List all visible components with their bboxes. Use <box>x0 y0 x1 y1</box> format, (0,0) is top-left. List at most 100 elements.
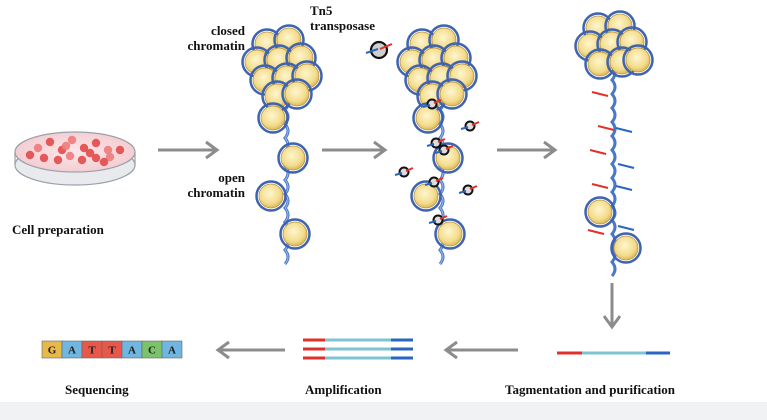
adapter-blue <box>422 104 431 108</box>
tn5-complex <box>428 176 440 188</box>
adapter-red <box>589 149 607 155</box>
cell-dot <box>53 155 63 165</box>
adapter-blue <box>428 220 437 224</box>
cell-dot <box>67 135 77 145</box>
cell-dot <box>99 157 109 167</box>
sequence-base-letter: C <box>148 345 156 357</box>
adapter-blue <box>426 143 435 147</box>
label-cell-preparation: Cell preparation <box>12 222 104 237</box>
cell-dot <box>103 145 113 155</box>
cell-dot <box>33 143 43 153</box>
nucleosome <box>437 221 463 247</box>
label-tn5-transposase: Tn5 transposase <box>310 3 376 33</box>
tn5-transposase-icon <box>365 40 393 60</box>
cell-dot <box>91 153 101 163</box>
cells-group <box>25 135 125 167</box>
adapter-blue <box>434 150 443 154</box>
nucleosome <box>613 235 639 261</box>
nucleosome <box>413 183 439 209</box>
sequence-base-letter: A <box>68 345 76 357</box>
adapter-blue <box>460 126 469 130</box>
tn5-complex <box>432 214 444 226</box>
nucleosome <box>258 183 284 209</box>
nucleosome-wrap <box>279 218 311 250</box>
cell-dot <box>65 151 75 161</box>
nucleosome-wrap <box>584 196 616 228</box>
tn5-complex <box>462 184 474 196</box>
chromatin-fiber-1 <box>241 24 323 265</box>
adapter-blue <box>424 182 433 186</box>
cell-dot <box>25 150 35 160</box>
label-open-chromatin: open chromatin <box>187 170 245 200</box>
sequence-base-letter: T <box>108 345 116 357</box>
sequence-base-letter: T <box>88 345 96 357</box>
adapter-blue <box>394 172 403 176</box>
label-closed-chromatin: closed chromatin <box>187 23 245 53</box>
tn5-complex <box>426 98 438 110</box>
adapter-red <box>469 185 478 190</box>
nucleosome <box>282 221 308 247</box>
tn5-complex <box>398 166 410 178</box>
cell-dot <box>39 153 49 163</box>
adapter-red <box>437 138 446 143</box>
adapter-blue <box>458 190 467 194</box>
adapter-red <box>471 121 480 126</box>
nucleosome-wrap <box>610 232 642 264</box>
cell-dot <box>77 155 87 165</box>
nucleosome-wrap <box>277 142 309 174</box>
chromatin-fiber-3 <box>574 10 654 277</box>
cell-dot <box>79 143 89 153</box>
adapter-red <box>439 215 448 220</box>
adapter-red <box>587 229 605 235</box>
nucleosome <box>587 199 613 225</box>
nucleosome <box>625 47 651 73</box>
adapter-red <box>445 145 454 150</box>
nucleosome <box>260 105 286 131</box>
footer-strip <box>0 402 767 420</box>
nucleosome-wrap <box>436 78 468 110</box>
tn5-complex <box>464 120 476 132</box>
cell-dot <box>105 152 115 162</box>
nucleosome-wrap <box>622 44 654 76</box>
sequence-base-letter: A <box>128 345 136 357</box>
nucleosome-wrap <box>434 218 466 250</box>
adapter-blue <box>617 225 635 231</box>
adapter-red <box>405 167 414 172</box>
adapter-red <box>435 177 444 182</box>
amplified-fragments <box>303 338 413 360</box>
cell-dot <box>91 138 101 148</box>
cell-dot <box>61 141 71 151</box>
nucleosome-wrap <box>257 102 289 134</box>
label-sequencing: Sequencing <box>65 382 129 397</box>
adapter-red <box>433 99 442 104</box>
tn5-complex <box>430 137 442 149</box>
arrow-amplification-to-sequencing <box>215 340 285 360</box>
cell-dot <box>85 148 95 158</box>
adapter-red <box>591 91 609 97</box>
arrow-dish-to-chromatin <box>158 140 220 160</box>
nucleosome <box>415 105 441 131</box>
nucleosome <box>439 81 465 107</box>
cell-dot <box>115 145 125 155</box>
tn5-complex <box>438 144 450 156</box>
nucleosome <box>284 81 310 107</box>
nucleosome-wrap <box>410 180 442 212</box>
nucleosome-wrap <box>432 142 464 174</box>
chromatin-fiber-2 <box>394 24 480 265</box>
adapter-red <box>591 183 609 189</box>
nucleosome-wrap <box>281 78 313 110</box>
nucleosome-wrap <box>255 180 287 212</box>
cell-dot <box>45 137 55 147</box>
arrow-chromatin-to-tn5 <box>322 140 388 160</box>
adapter-red <box>597 125 615 131</box>
label-tagmentation-purification: Tagmentation and purification <box>505 382 675 397</box>
nucleosome <box>280 145 306 171</box>
sequence-base-box <box>161 340 183 359</box>
adapter-blue <box>617 163 635 169</box>
adapter-blue <box>615 185 633 191</box>
sequence-base-letter: A <box>168 345 176 357</box>
arrow-down-to-tagmentation <box>602 283 622 330</box>
